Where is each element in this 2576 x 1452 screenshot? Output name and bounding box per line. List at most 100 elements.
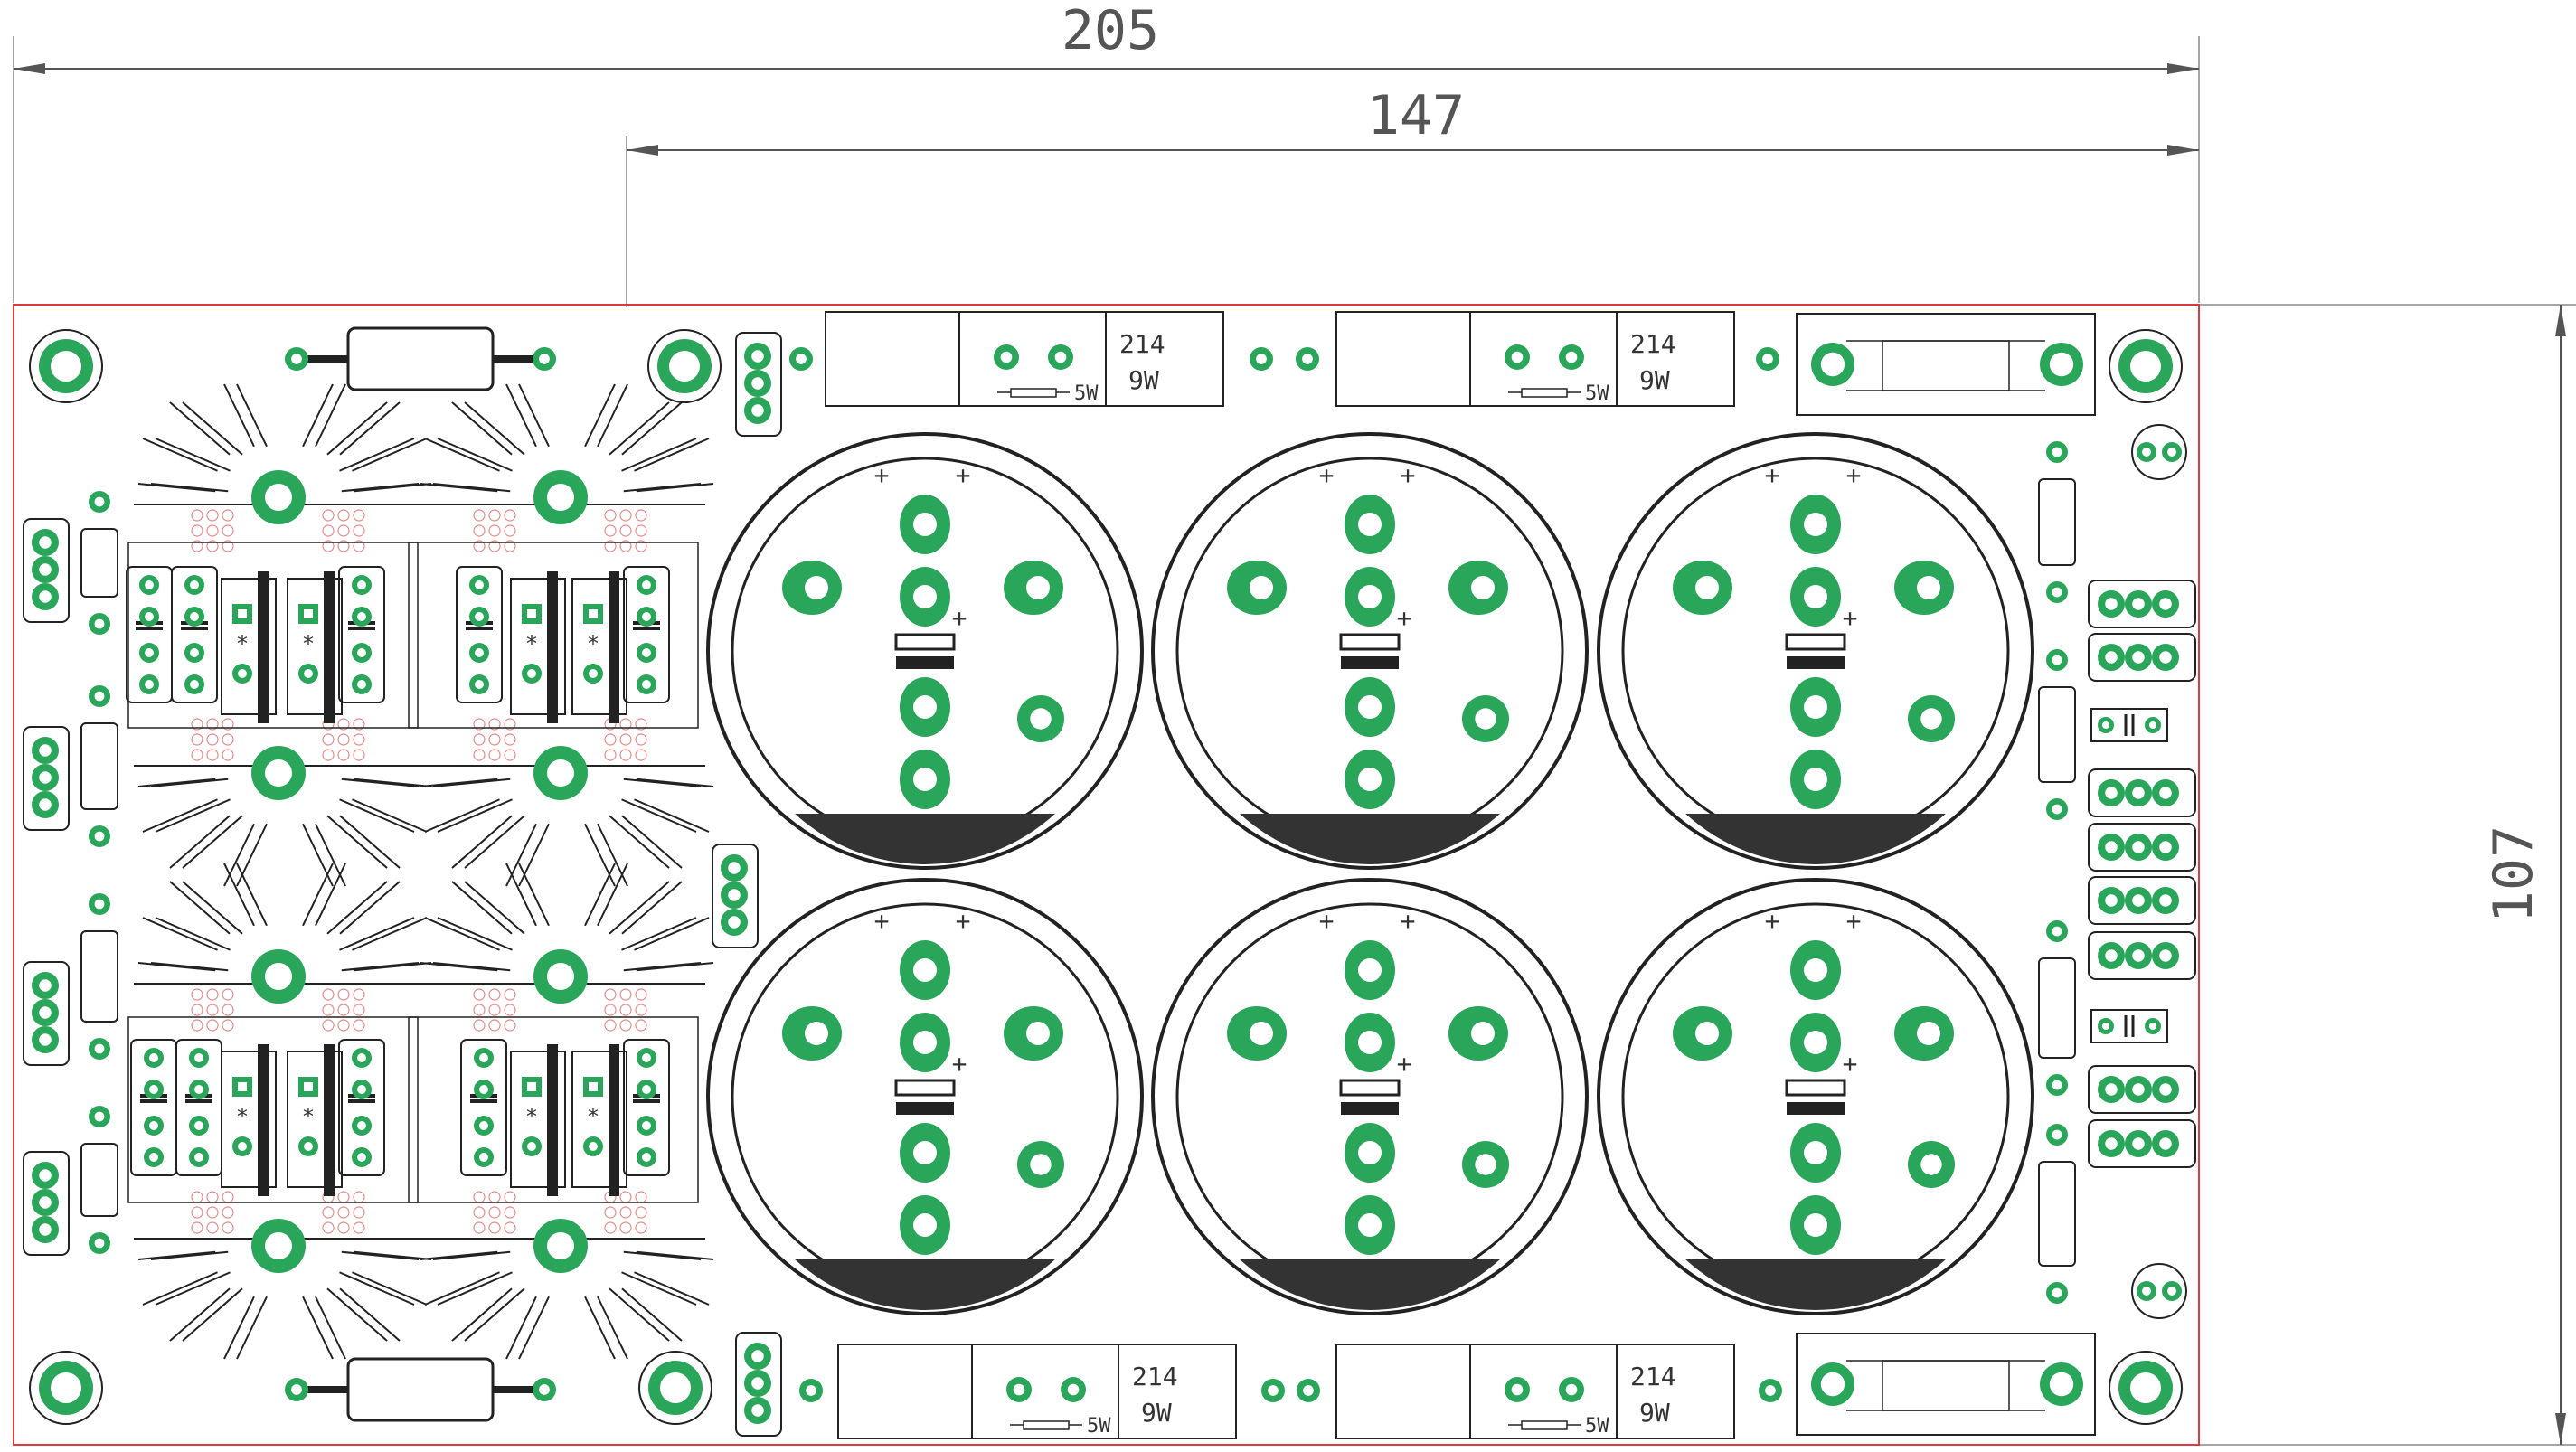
pad-hole (304, 669, 313, 678)
pad-hole (39, 771, 52, 784)
pad-hole (39, 590, 52, 603)
capacitor-pad-hole (1804, 958, 1827, 982)
pad-hole (2132, 1137, 2145, 1150)
pad-hole (194, 1121, 203, 1130)
capacitor-polarity-bar (896, 1102, 954, 1115)
thermal-via (322, 509, 335, 522)
heatsink-fin (339, 1271, 415, 1306)
resistor-power-label: 5W (1585, 1415, 1609, 1438)
transistor-outline (287, 1051, 343, 1188)
pad-hole (2148, 1022, 2157, 1031)
thermal-via (488, 718, 501, 731)
capacitor-pad-hole (1358, 513, 1382, 536)
heatsink-fin (621, 1287, 683, 1342)
thermal-via (222, 1221, 234, 1234)
thermal-via (619, 988, 632, 1001)
channel-block-outline (408, 1016, 699, 1203)
heatsink-fin (432, 962, 511, 972)
pad-hole (2105, 651, 2118, 664)
capacitor-pad-hole (1358, 1213, 1382, 1237)
heatsink-fin (609, 401, 670, 456)
capacitor-polarity-bar (1787, 1102, 1845, 1115)
mounting-hole-outline (29, 329, 103, 403)
transistor-outline (287, 578, 343, 715)
capacitor-polarity-bar (1341, 656, 1399, 669)
heatsink-fin (155, 1271, 231, 1306)
thermal-via (473, 1019, 486, 1032)
pad-hole (357, 1121, 366, 1130)
load-resistor (307, 326, 533, 391)
heatsink-fin (182, 401, 243, 456)
terminal-outline (23, 518, 70, 623)
heatsink-fin (597, 863, 628, 927)
heatsink-fin (623, 962, 702, 972)
terminal-block (735, 332, 782, 437)
thermal-via (353, 1206, 365, 1219)
heatsink-fin (236, 823, 268, 887)
heatsink-fin (137, 483, 216, 493)
capacitor-outline (1597, 432, 2034, 870)
resistor-body (1335, 1344, 1735, 1439)
thermal-via (619, 1206, 632, 1219)
heatsink-fin (451, 1287, 513, 1342)
heatsink-fin (518, 1296, 550, 1360)
terminal-outline (2088, 1119, 2196, 1168)
terminal-outline (2088, 1065, 2196, 1114)
square-pad-hole (527, 609, 536, 618)
pad-hole (2159, 651, 2172, 664)
thermal-via (488, 540, 501, 552)
pad-hole (94, 1043, 105, 1054)
heatsink-fin (505, 863, 537, 927)
transistor-tab (324, 1044, 335, 1196)
thermal-via (604, 540, 617, 552)
heatsink-fin (302, 383, 334, 448)
transistor-outline (571, 1051, 627, 1188)
thermal-via (191, 1019, 203, 1032)
thermal-via (473, 1206, 486, 1219)
polarity-plus-sign: + (874, 906, 890, 936)
heatsink-fin (437, 1271, 513, 1306)
channel-block-outline (408, 542, 699, 729)
resistor-value-label: 214 (1630, 1362, 1676, 1391)
pad-hole (39, 979, 52, 992)
thermal-via (191, 1221, 203, 1234)
terminal-block (735, 1332, 782, 1437)
small-resistor-symbol (1010, 388, 1057, 398)
capacitor-outline (706, 432, 1144, 870)
thermal-via (322, 540, 335, 552)
thermal-via (635, 509, 647, 522)
pad-hole (642, 612, 651, 621)
transistor-marker: * (587, 1104, 599, 1129)
heatsink-fin (169, 881, 231, 935)
square-pad-hole (527, 1082, 536, 1091)
small-resistor-body (80, 722, 118, 810)
pad-hole (39, 536, 52, 549)
polarity-plus-sign: + (1765, 906, 1780, 936)
capacitor-outline (1151, 432, 1589, 870)
heatsink-fin (584, 1296, 616, 1360)
heatsink-fin (451, 881, 513, 935)
pad-hole (1013, 1383, 1025, 1396)
pad-hole (39, 744, 52, 757)
pad-hole (642, 648, 651, 657)
heatsink-fin (505, 1296, 537, 1360)
square-pad-hole (589, 1082, 598, 1091)
terminal-outline (735, 332, 782, 437)
capacitor-pad-hole (1358, 585, 1382, 608)
thermal-via (504, 749, 516, 761)
heatsink-fin (420, 962, 498, 972)
resistor-power-label: 5W (1074, 382, 1099, 405)
small-resistor-body (2038, 1161, 2076, 1267)
fuse-holder-outline (1796, 1333, 2096, 1436)
power-transistor: * (571, 571, 627, 723)
heatsink-fin (420, 483, 498, 493)
heatsink (134, 383, 432, 552)
thermal-via (337, 749, 350, 761)
pad-hole (357, 648, 366, 657)
thermal-via (337, 1191, 350, 1203)
mounting-hole (669, 351, 700, 382)
heatsink-fin (236, 863, 268, 927)
heatsink-fin (354, 483, 432, 493)
thermal-via (488, 1206, 501, 1219)
pad-hole (2052, 447, 2062, 457)
